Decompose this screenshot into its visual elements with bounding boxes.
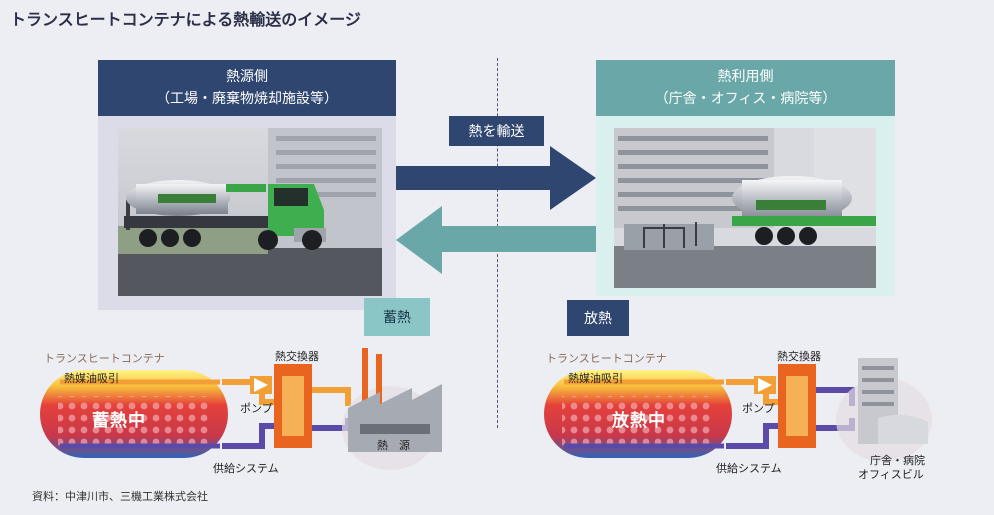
return-arrow bbox=[396, 206, 596, 274]
truck-photo-left bbox=[118, 128, 382, 296]
building-label-line1: 庁舎・病院 bbox=[870, 454, 925, 467]
outbound-arrow bbox=[396, 146, 596, 210]
heat-use-title: 熱利用側 bbox=[717, 69, 774, 85]
pump-label-right: ポンプ bbox=[742, 402, 775, 415]
container-label-left: トランスヒートコンテナ bbox=[44, 352, 165, 365]
oil-suction-label-left: 熱媒油吸引 bbox=[64, 372, 119, 385]
container-label-right: トランスヒートコンテナ bbox=[546, 352, 667, 365]
factory-icon bbox=[342, 348, 442, 470]
transport-arrows bbox=[396, 146, 596, 274]
building-icon bbox=[836, 358, 932, 462]
heat-release-badge: 放熱 bbox=[567, 300, 629, 336]
heat-source-title: 熱源側 bbox=[226, 69, 268, 85]
release-schematic bbox=[544, 358, 932, 462]
transport-label: 熱を輸送 bbox=[449, 116, 544, 146]
storage-schematic bbox=[40, 348, 442, 470]
truck-photo-right bbox=[614, 128, 876, 288]
tank-status-left: 蓄熱中 bbox=[92, 411, 146, 431]
heat-source-photo-frame bbox=[98, 116, 396, 310]
supply-system-label-left: 供給システム bbox=[213, 462, 279, 475]
heat-exchanger-icon-left bbox=[274, 364, 312, 448]
heat-exchanger-label-right: 熱交換器 bbox=[777, 350, 821, 363]
source-note: 資料：中津川市、三機工業株式会社 bbox=[32, 490, 208, 503]
supply-system-label-right: 供給システム bbox=[716, 462, 782, 475]
heat-source-subtitle: （工場・廃棄物焼却施設等） bbox=[156, 91, 338, 107]
heat-storage-badge: 蓄熱 bbox=[364, 298, 430, 336]
heat-exchanger-icon-right bbox=[778, 364, 816, 448]
pump-icon-right bbox=[754, 376, 776, 394]
heat-source-header: 熱源側 （工場・廃棄物焼却施設等） bbox=[98, 60, 396, 116]
building-label-line2: オフィスビル bbox=[858, 468, 924, 481]
oil-suction-label-right: 熱媒油吸引 bbox=[568, 372, 623, 385]
page-title: トランスヒートコンテナによる熱輸送のイメージ bbox=[10, 10, 361, 29]
heat-use-photo-frame bbox=[596, 116, 895, 296]
pump-icon bbox=[250, 376, 272, 394]
tank-status-right: 放熱中 bbox=[612, 411, 666, 431]
heat-exchanger-label-left: 熱交換器 bbox=[275, 350, 319, 363]
pump-label-left: ポンプ bbox=[240, 402, 273, 415]
heat-use-header: 熱利用側 （庁舎・オフィス・病院等） bbox=[596, 60, 895, 116]
heat-use-subtitle: （庁舎・オフィス・病院等） bbox=[654, 91, 837, 107]
heat-source-label: 熱 源 bbox=[377, 439, 410, 452]
